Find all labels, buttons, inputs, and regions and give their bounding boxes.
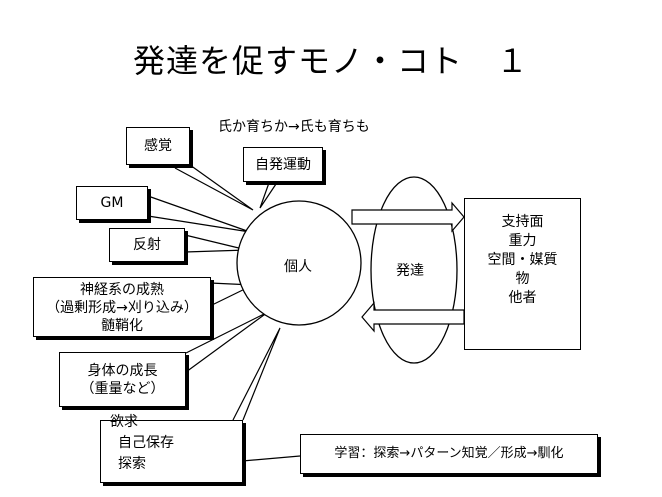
factor-yokkyu [100,420,243,483]
factor-shintai: 身体の成長 （重量など） [59,352,186,407]
individual-label: 個人 [284,259,312,275]
yokkyu-line-1: 欲求 [110,414,138,430]
factor-gm: GM [76,186,148,220]
nature-nurture-note: 氏か育ちか→氏も育ちも [218,119,370,135]
arrow-right [351,201,465,233]
factor-kankaku-label: 感覚 [144,138,172,154]
individual-circle [236,200,362,326]
pointer-hansha [184,234,248,253]
factor-hansha: 反射 [109,228,185,262]
factor-jihatsu-label: 自発運動 [255,157,311,173]
factor-shinkei: 神経系の成熟 （過剰形成→刈り込み） 髄鞘化 [33,277,211,337]
env-item-gravity: 重力 [508,233,537,249]
shinkei-line-2: （過剰形成→刈り込み） [46,300,198,316]
factor-hansha-label: 反射 [133,237,161,253]
slide-title: 発達を促すモノ・コト １ [132,42,529,80]
shinkei-line-3: 髄鞘化 [101,318,143,334]
env-item-object: 物 [515,271,530,287]
env-item-support: 支持面 [501,214,544,230]
env-item-other: 他者 [508,290,537,306]
factor-jihatsu: 自発運動 [243,147,323,182]
shinkei-line-1: 神経系の成熟 [80,282,164,298]
yokkyu-line-2: 自己保存 [118,435,174,451]
environment-box: 支持面 重力 空間・媒質 物 他者 [464,198,581,350]
shintai-line-2: （重量など） [80,381,165,397]
env-item-space: 空間・媒質 [487,252,558,268]
pointer-yokkyu [232,327,281,421]
learning-box: 学習：探索→パターン知覚／形成→馴化 [300,434,598,474]
yokkyu-line-3: 探索 [118,456,146,472]
learning-label: 学習：探索→パターン知覚／形成→馴化 [334,446,564,461]
factor-kankaku: 感覚 [126,127,190,165]
arrow-left [361,301,465,333]
pointer-gm [147,195,251,233]
factor-gm-label: GM [100,195,124,211]
development-label: 発達 [396,263,424,279]
pointer-kankaku [174,164,254,211]
shintai-line-1: 身体の成長 [87,363,158,379]
pointer-jihatsu [259,179,279,209]
